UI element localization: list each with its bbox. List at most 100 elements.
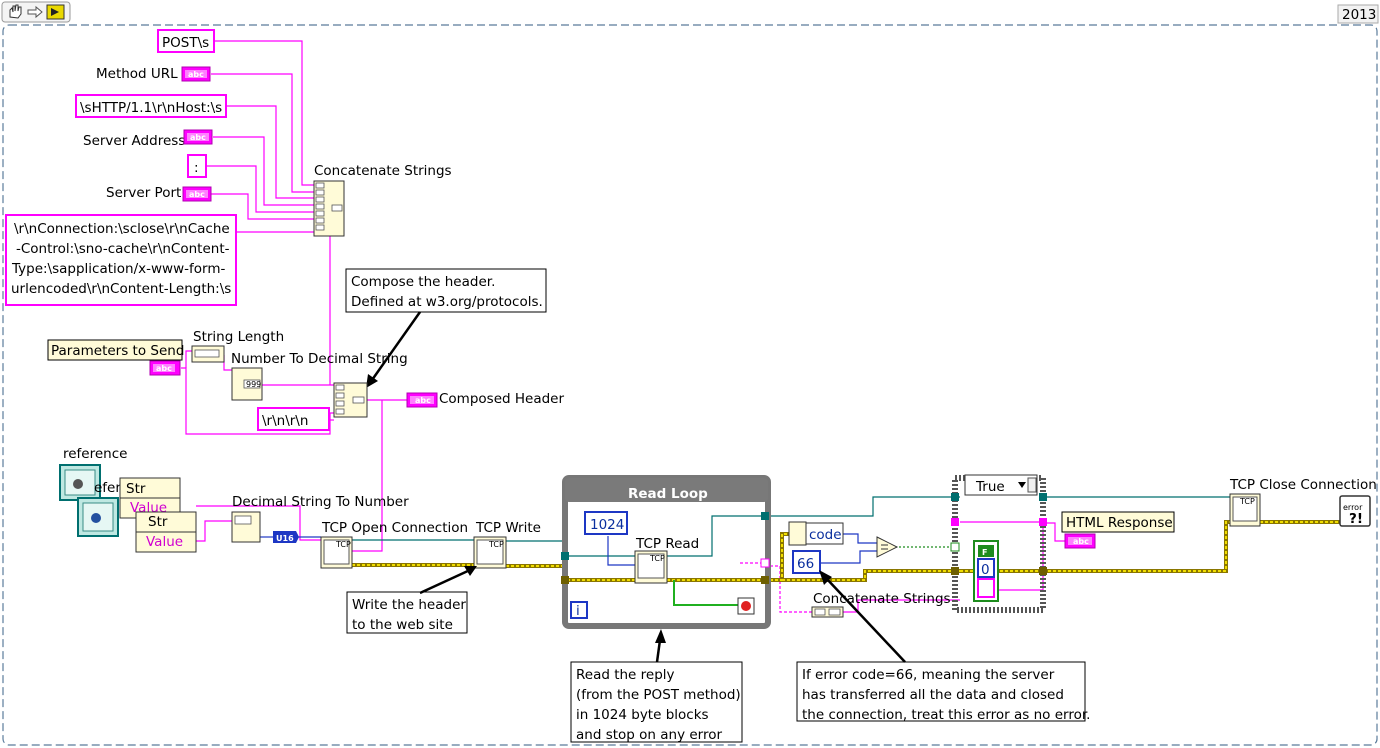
- svg-text:TCP: TCP: [1239, 497, 1255, 506]
- svg-text:to the web site: to the web site: [352, 617, 453, 633]
- hand-tool-icon[interactable]: [9, 4, 22, 19]
- svg-text:i: i: [576, 603, 580, 619]
- svg-text:999: 999: [246, 380, 261, 389]
- svg-text:TCP: TCP: [335, 540, 351, 549]
- svg-text:Value: Value: [146, 534, 183, 550]
- svg-text:and stop on any error: and stop on any error: [576, 727, 722, 743]
- control-server-port[interactable]: abc: [182, 186, 212, 202]
- svg-text:\r\n\r\n: \r\n\r\n: [262, 413, 308, 429]
- tcp-open-node[interactable]: TCP: [320, 536, 353, 569]
- svg-text:Compose the header.: Compose the header.: [351, 274, 495, 290]
- svg-text:TCP: TCP: [649, 554, 665, 563]
- error-cluster-constant[interactable]: F 0: [973, 540, 999, 602]
- svg-text:Type:\sapplication/x-www-form-: Type:\sapplication/x-www-form-: [11, 261, 225, 277]
- svg-text:\sHTTP/1.1\r\nHost:\s: \sHTTP/1.1\r\nHost:\s: [80, 100, 222, 116]
- label-method-url: Method URL: [96, 66, 178, 82]
- svg-text:abc: abc: [189, 190, 205, 199]
- version-text: 2013: [1342, 7, 1376, 23]
- label-reference: reference: [63, 446, 127, 462]
- svg-text:If error code=66, meaning the: If error code=66, meaning the server: [802, 667, 1055, 683]
- u16-conversion-node[interactable]: U16: [273, 531, 299, 543]
- case-structure[interactable]: True: [950, 474, 1047, 613]
- labview-icon[interactable]: [46, 4, 65, 20]
- const-colon[interactable]: :: [187, 154, 207, 178]
- svg-text:66: 66: [797, 556, 814, 572]
- tcp-write-node[interactable]: TCP: [473, 536, 507, 569]
- svg-text:urlencoded\r\nContent-Length:\: urlencoded\r\nContent-Length:\s: [11, 281, 231, 297]
- error-out-indicator[interactable]: error ?!: [1339, 495, 1371, 527]
- svg-text:0: 0: [981, 562, 990, 578]
- arrow-tool-icon[interactable]: [27, 5, 43, 19]
- note-write-header: Write the header to the web site: [346, 566, 477, 634]
- unbundle-code-node[interactable]: code: [788, 521, 844, 546]
- tcp-read-node[interactable]: TCP: [634, 550, 668, 584]
- svg-text:in 1024 byte blocks: in 1024 byte blocks: [576, 707, 709, 723]
- label-concat-2: Concatenate Strings: [813, 591, 951, 607]
- svg-text:abc: abc: [156, 364, 172, 373]
- svg-text:abc: abc: [1073, 537, 1089, 546]
- label-decimal-to-number: Decimal String To Number: [232, 494, 409, 510]
- const-error-code[interactable]: 66: [792, 550, 821, 574]
- const-crlf[interactable]: \r\n\r\n: [257, 407, 330, 431]
- svg-text:Str: Str: [126, 481, 146, 497]
- svg-text:Str: Str: [148, 514, 168, 530]
- reference-icon-2[interactable]: [77, 497, 119, 537]
- string-wires: [181, 40, 1065, 613]
- svg-text:the connection, treat this err: the connection, treat this error as no e…: [802, 707, 1090, 723]
- svg-text:Defined at w3.org/protocols.: Defined at w3.org/protocols.: [351, 294, 543, 310]
- tcp-close-node[interactable]: TCP: [1229, 493, 1261, 527]
- const-block-size[interactable]: 1024: [584, 511, 628, 535]
- version-badge: [1337, 4, 1379, 24]
- label-tcp-write: TCP Write: [475, 520, 541, 536]
- note-error-code: If error code=66, meaning the server has…: [796, 570, 1090, 723]
- label-composed-header: Composed Header: [439, 391, 564, 407]
- svg-text:Write the header: Write the header: [352, 597, 466, 613]
- svg-text:POST\s: POST\s: [162, 35, 209, 51]
- label-tcp-read: TCP Read: [635, 536, 699, 552]
- label-html-response-box: HTML Response: [1061, 511, 1175, 533]
- svg-text:TCP: TCP: [488, 540, 504, 549]
- svg-text:code: code: [809, 527, 842, 543]
- svg-text:F: F: [982, 548, 987, 557]
- control-server-address[interactable]: abc: [183, 129, 213, 145]
- const-connection-header[interactable]: \r\nConnection:\sclose\r\nCache -Control…: [5, 214, 237, 306]
- svg-text:error: error: [1343, 503, 1363, 512]
- svg-text:Parameters to Send: Parameters to Send: [51, 343, 184, 359]
- svg-text:abc: abc: [188, 70, 204, 79]
- svg-text:Read Loop: Read Loop: [628, 486, 708, 502]
- int-wires: [260, 533, 877, 566]
- reference-icon-1[interactable]: [59, 464, 101, 501]
- const-parameters-label: Parameters to Send: [47, 339, 184, 361]
- note-read-reply: Read the reply (from the POST method) in…: [570, 629, 743, 743]
- svg-text:-Control:\sno-cache\r\nContent: -Control:\sno-cache\r\nContent-: [16, 241, 230, 257]
- toolbar: 2013: [1, 1, 1379, 24]
- svg-text:HTML Response: HTML Response: [1066, 515, 1173, 531]
- concat-strings-node-1[interactable]: [313, 180, 345, 237]
- svg-text:has transferred all the data a: has transferred all the data and closed: [802, 687, 1064, 703]
- const-http-host[interactable]: \sHTTP/1.1\r\nHost:\s: [75, 94, 227, 118]
- const-post[interactable]: POST\s: [157, 29, 215, 53]
- svg-text:1024: 1024: [590, 517, 624, 533]
- label-concat-1: Concatenate Strings: [314, 163, 452, 179]
- svg-text:\r\nConnection:\sclose\r\nCach: \r\nConnection:\sclose\r\nCache: [14, 221, 230, 237]
- label-server-port: Server Port: [106, 185, 181, 201]
- label-number-to-decimal: Number To Decimal String: [231, 351, 408, 367]
- svg-text:abc: abc: [415, 396, 431, 405]
- svg-text:?!: ?!: [1349, 511, 1363, 527]
- read-loop[interactable]: Read Loop i: [561, 475, 771, 629]
- label-server-address: Server Address: [83, 133, 185, 149]
- indicator-html-response[interactable]: abc: [1064, 533, 1096, 549]
- control-parameters[interactable]: abc: [149, 360, 181, 376]
- label-tcp-close: TCP Close Connection: [1229, 477, 1377, 493]
- concat-strings-node-3[interactable]: [811, 606, 844, 618]
- svg-text:U16: U16: [276, 534, 294, 543]
- number-to-decimal-node[interactable]: 999: [231, 367, 263, 401]
- indicator-composed-header[interactable]: abc: [406, 392, 438, 408]
- equal-compare-node[interactable]: [876, 536, 899, 558]
- control-method-url[interactable]: abc: [181, 66, 211, 82]
- string-length-node[interactable]: [191, 345, 225, 363]
- decimal-to-number-node[interactable]: [231, 511, 261, 543]
- concat-strings-node-2[interactable]: [333, 382, 368, 418]
- property-node-2[interactable]: Str Value: [135, 511, 197, 553]
